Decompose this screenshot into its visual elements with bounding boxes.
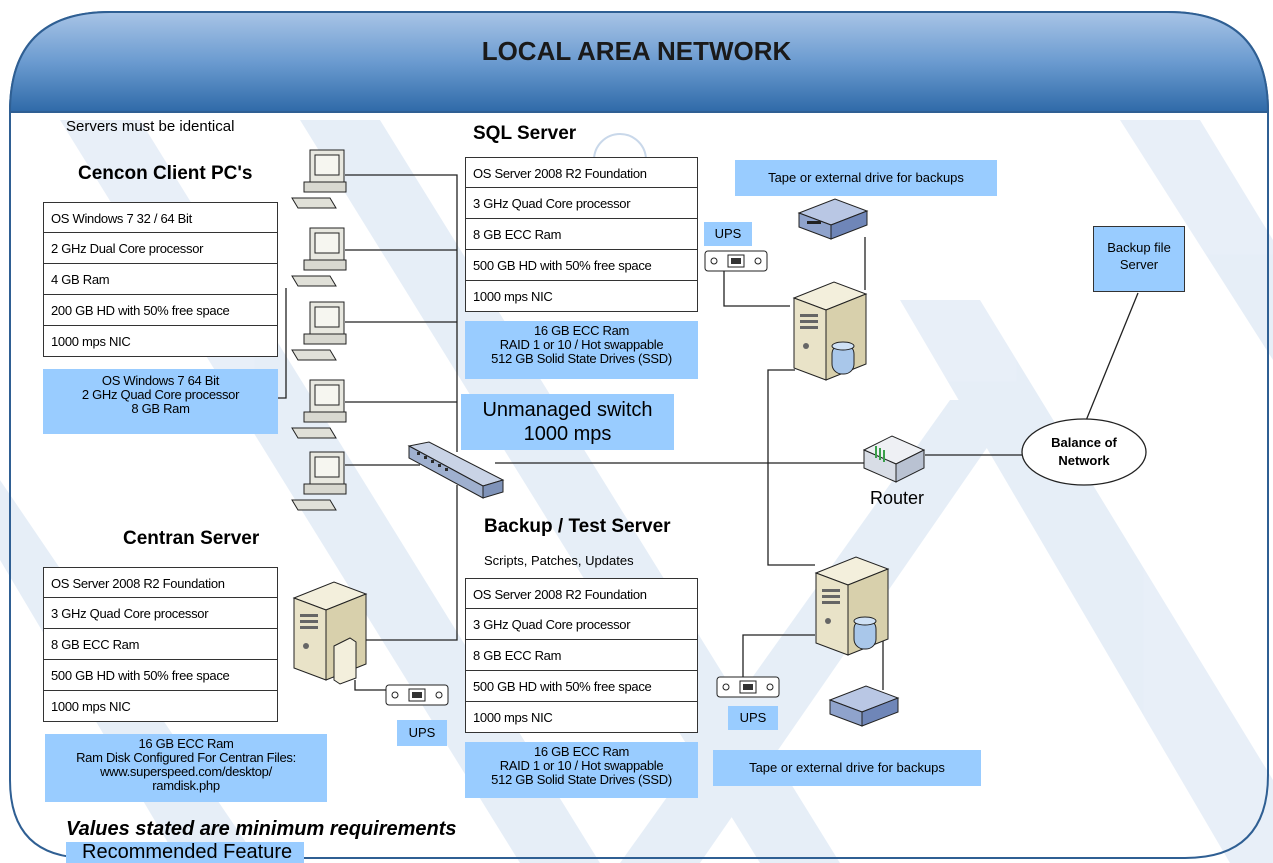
- client-spec-os: OS Windows 7 32 / 64 Bit: [43, 202, 278, 233]
- centran-rec-line: 16 GB ECC Ram: [138, 736, 234, 751]
- sql-server-icon: [792, 281, 868, 381]
- ups-backup-label: UPS: [728, 706, 778, 730]
- centran-server-icon: [292, 581, 368, 685]
- switch-label: Unmanaged switch 1000 mps: [461, 394, 674, 450]
- backup-spec-cpu: 3 GHz Quad Core processor: [465, 609, 698, 640]
- client-pc-icon: [291, 451, 347, 511]
- network-switch-icon: [407, 441, 505, 499]
- wire-ups-backup: [742, 634, 815, 678]
- centran-spec-table: OS Server 2008 R2 Foundation 3 GHz Quad …: [43, 567, 278, 722]
- switch-label-line: 1000 mps: [523, 423, 612, 445]
- centran-rec-line: Ram Disk Configured For Centran Files:: [76, 750, 296, 765]
- backup-subnote: Scripts, Patches, Updates: [484, 553, 634, 568]
- ups-centran-label: UPS: [397, 720, 447, 746]
- client-rec-line: OS Windows 7 64 Bit: [101, 373, 220, 388]
- backup-recommended: 16 GB ECC Ram RAID 1 or 10 / Hot swappab…: [465, 742, 698, 798]
- backup-file-server-box: Backup file Server: [1093, 226, 1185, 292]
- centran-spec-ram: 8 GB ECC Ram: [43, 629, 278, 660]
- wire-pc1: [345, 174, 458, 452]
- sql-spec-hd: 500 GB HD with 50% free space: [465, 250, 698, 281]
- balance-label: Balance of Network: [1030, 434, 1138, 470]
- backup-server-icon: [814, 556, 890, 656]
- centran-rec-line: www.superspeed.com/desktop/: [100, 764, 272, 779]
- backup-spec-hd: 500 GB HD with 50% free space: [465, 671, 698, 702]
- sql-spec-ram: 8 GB ECC Ram: [465, 219, 698, 250]
- tape-drive-icon: [797, 198, 869, 240]
- centran-spec-os: OS Server 2008 R2 Foundation: [43, 567, 278, 598]
- sql-spec-nic: 1000 mps NIC: [465, 281, 698, 312]
- backup-spec-ram: 8 GB ECC Ram: [465, 640, 698, 671]
- title-banner: [8, 11, 1270, 113]
- router-icon: [862, 435, 926, 483]
- client-spec-hd: 200 GB HD with 50% free space: [43, 295, 278, 326]
- recommended-feature-legend: Recommended Feature: [66, 842, 305, 863]
- ups-icon: [385, 684, 449, 706]
- ups-icon: [704, 250, 768, 272]
- sql-recommended: 16 GB ECC Ram RAID 1 or 10 / Hot swappab…: [465, 321, 698, 379]
- backup-rec-line: 512 GB Solid State Drives (SSD): [491, 772, 672, 787]
- client-spec-table: OS Windows 7 32 / 64 Bit 2 GHz Dual Core…: [43, 202, 278, 357]
- centran-spec-hd: 500 GB HD with 50% free space: [43, 660, 278, 691]
- ups-icon: [716, 676, 780, 698]
- backup-file-server-line: Backup file: [1107, 240, 1171, 255]
- wire-centran: [360, 485, 458, 641]
- ups-top-label: UPS: [704, 222, 752, 246]
- wire-backupfile: [1084, 292, 1139, 424]
- client-pc-icon: [291, 149, 347, 209]
- centran-spec-cpu: 3 GHz Quad Core processor: [43, 598, 278, 629]
- centran-heading: Centran Server: [123, 528, 260, 549]
- client-rec-line: 2 GHz Quad Core processor: [81, 387, 240, 402]
- backup-heading: Backup / Test Server: [484, 516, 671, 537]
- balance-label-line: Balance of: [1051, 435, 1117, 450]
- client-spec-nic: 1000 mps NIC: [43, 326, 278, 357]
- sql-rec-line: 512 GB Solid State Drives (SSD): [491, 351, 672, 366]
- client-pc-icon: [291, 227, 347, 287]
- minimum-requirements-note: Values stated are minimum requirements: [66, 818, 457, 840]
- wire-ups-centran: [354, 680, 390, 691]
- wire-server-trunk: [767, 369, 815, 566]
- backup-spec-table: OS Server 2008 R2 Foundation 3 GHz Quad …: [465, 578, 698, 733]
- client-spec-cpu: 2 GHz Dual Core processor: [43, 233, 278, 264]
- sql-rec-line: RAID 1 or 10 / Hot swappable: [499, 337, 664, 352]
- router-label: Router: [870, 488, 925, 508]
- client-pc-icon: [291, 301, 347, 361]
- balance-of-network-ellipse: [1021, 418, 1147, 486]
- backup-spec-nic: 1000 mps NIC: [465, 702, 698, 733]
- servers-note: Servers must be identical: [66, 118, 235, 135]
- wire-ups-sql: [723, 270, 790, 307]
- tape-drive-icon: [828, 685, 900, 727]
- backup-rec-line: 16 GB ECC Ram: [533, 744, 630, 759]
- backup-spec-os: OS Server 2008 R2 Foundation: [465, 578, 698, 609]
- sql-spec-table: OS Server 2008 R2 Foundation 3 GHz Quad …: [465, 157, 698, 312]
- page-title: LOCAL AREA NETWORK: [481, 36, 792, 66]
- backup-file-server-line: Server: [1119, 257, 1159, 272]
- sql-spec-cpu: 3 GHz Quad Core processor: [465, 188, 698, 219]
- backup-rec-line: RAID 1 or 10 / Hot swappable: [499, 758, 664, 773]
- switch-label-line: Unmanaged switch: [482, 399, 653, 421]
- sql-heading: SQL Server: [473, 123, 577, 144]
- centran-recommended: 16 GB ECC Ram Ram Disk Configured For Ce…: [45, 734, 327, 802]
- client-heading: Cencon Client PC's: [78, 163, 253, 184]
- sql-rec-line: 16 GB ECC Ram: [533, 323, 630, 338]
- tape-top-label: Tape or external drive for backups: [735, 160, 997, 196]
- client-spec-ram: 4 GB Ram: [43, 264, 278, 295]
- client-rec-line: 8 GB Ram: [131, 401, 190, 416]
- tape-bottom-label: Tape or external drive for backups: [713, 750, 981, 786]
- client-recommended: OS Windows 7 64 Bit 2 GHz Quad Core proc…: [43, 369, 278, 434]
- sql-spec-os: OS Server 2008 R2 Foundation: [465, 157, 698, 188]
- client-bracket: [278, 288, 287, 399]
- client-pc-icon: [291, 379, 347, 439]
- balance-label-line: Network: [1058, 453, 1110, 468]
- centran-spec-nic: 1000 mps NIC: [43, 691, 278, 722]
- centran-rec-line: ramdisk.php: [152, 778, 220, 793]
